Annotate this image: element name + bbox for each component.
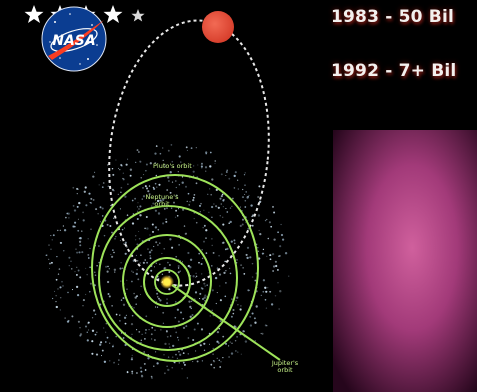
star-icon bbox=[24, 5, 44, 23]
uranus-orbit bbox=[122, 234, 212, 328]
star-icon bbox=[103, 5, 123, 23]
jupiter-orbit bbox=[154, 269, 180, 295]
neptune-orbit-label: Neptune's orbit bbox=[145, 193, 179, 208]
headline-1992: 1992 - 7+ Bil bbox=[331, 61, 457, 81]
star-icon bbox=[131, 9, 145, 22]
kuiper-belt-dust bbox=[45, 144, 290, 379]
orbit-rings bbox=[91, 174, 259, 362]
jupiter-orbit-label: Jupiter's orbit bbox=[271, 359, 299, 374]
pluto-orbit bbox=[91, 174, 259, 362]
nasa-logo-text: NASA bbox=[52, 33, 95, 49]
nasa-logo-icon: NASA bbox=[41, 6, 107, 72]
red-planet-icon bbox=[202, 11, 234, 43]
headline-1983: 1983 - 50 Bil bbox=[331, 7, 454, 27]
jupiter-pointer-line bbox=[171, 284, 281, 361]
saturn-orbit bbox=[143, 257, 191, 307]
pluto-orbit-label: Pluto's orbit bbox=[153, 162, 192, 170]
nebula-panel bbox=[333, 130, 477, 392]
comet-orbit-path bbox=[108, 19, 270, 287]
neptune-orbit bbox=[98, 205, 238, 351]
